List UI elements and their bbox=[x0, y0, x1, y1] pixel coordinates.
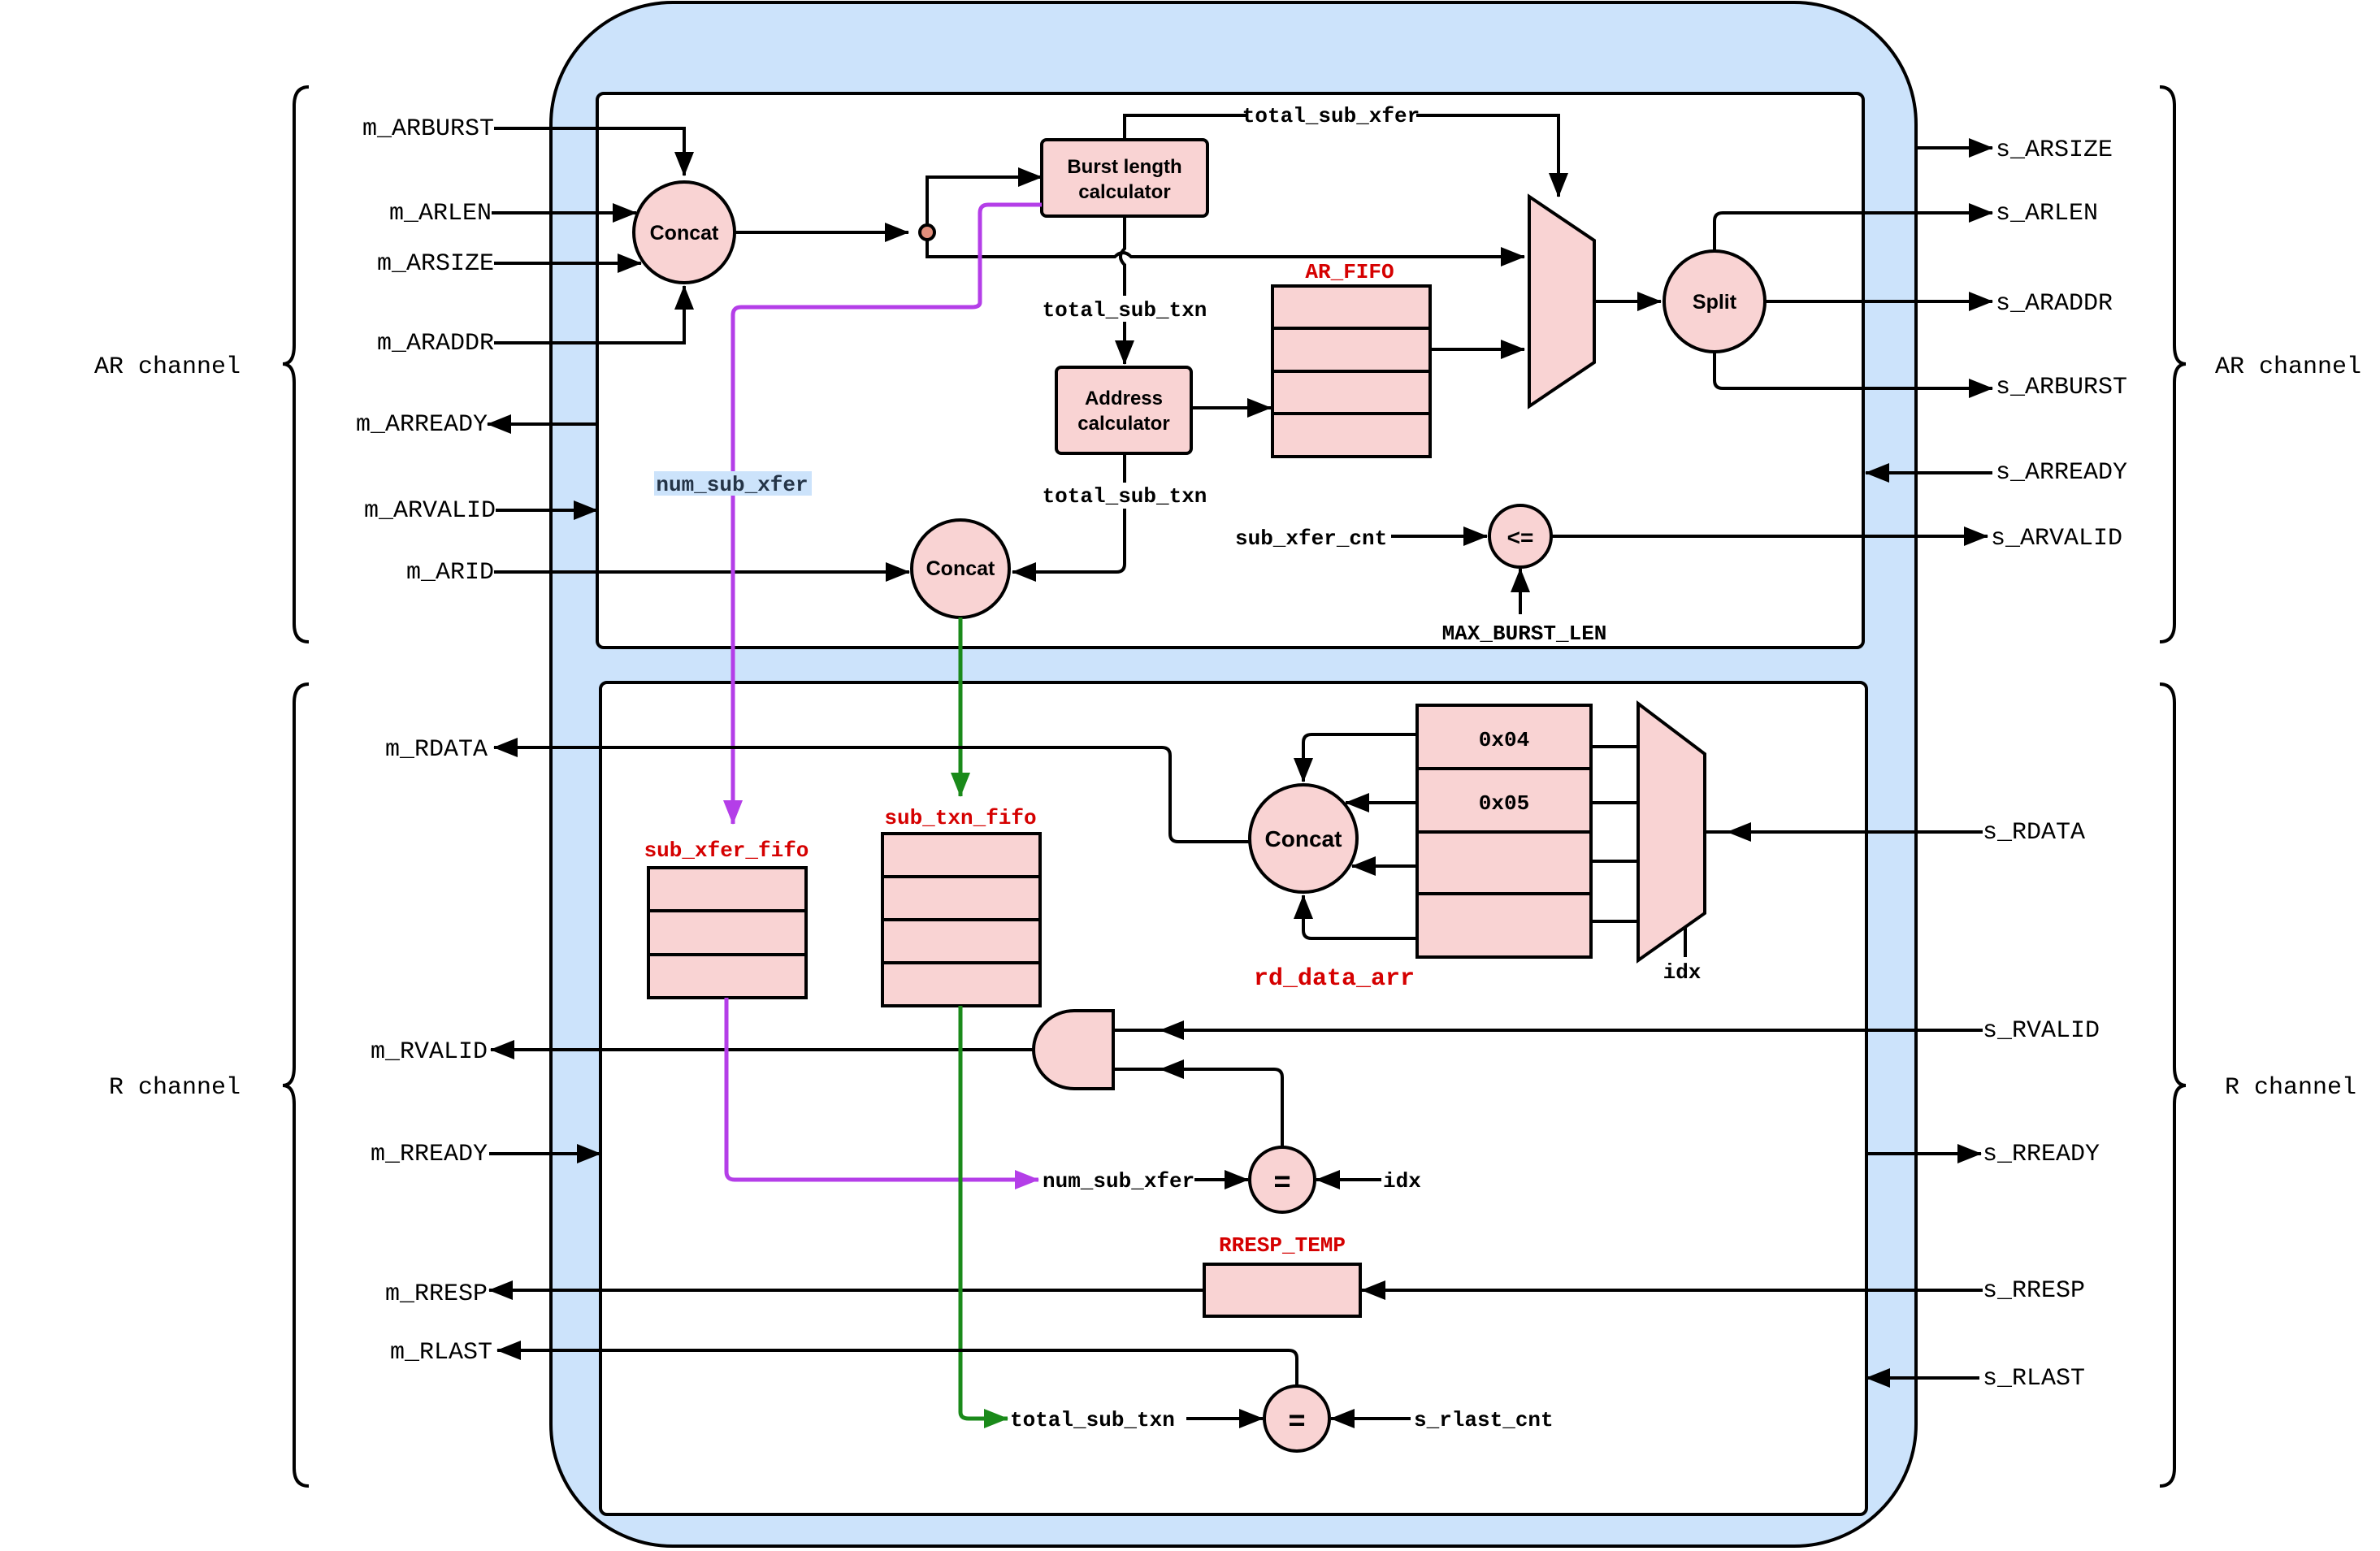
ar-right-brace bbox=[2159, 85, 2187, 643]
addr-calc-line1: Address bbox=[1085, 388, 1163, 409]
wire-s-arlen bbox=[1713, 203, 1993, 251]
eq-comparator-1 bbox=[1248, 1146, 1316, 1214]
ar-left-brace bbox=[282, 85, 310, 643]
s-rvalid-label: s_RVALID bbox=[1983, 1017, 2100, 1045]
eq-label-1: = bbox=[1273, 1164, 1290, 1198]
ar-mux bbox=[1528, 193, 1596, 409]
total-sub-txn-label-1: total_sub_txn bbox=[1043, 298, 1207, 323]
eq-label-2: = bbox=[1288, 1403, 1305, 1436]
s-rresp-label: s_RRESP bbox=[1983, 1277, 2085, 1305]
le-label: <= bbox=[1507, 525, 1534, 550]
m-rresp-label: m_RRESP bbox=[385, 1280, 488, 1308]
m-arid-label: m_ARID bbox=[406, 559, 494, 587]
m-araddr-label: m_ARADDR bbox=[377, 330, 494, 357]
concat-3-label: Concat bbox=[1265, 826, 1342, 851]
wire-arr-row0 bbox=[1294, 733, 1417, 782]
r-channel-right-label: R channel bbox=[2225, 1074, 2356, 1102]
m-arready-label: m_ARREADY bbox=[356, 411, 488, 439]
num-sub-xfer-label-1: num_sub_xfer bbox=[656, 473, 808, 497]
sub-txn-fifo bbox=[881, 832, 1042, 1007]
total-sub-txn-1-bg bbox=[1038, 296, 1211, 322]
num-sub-xfer-1-bg bbox=[654, 471, 812, 496]
wire-burst-to-addr bbox=[1115, 216, 1134, 365]
burst-length-calculator bbox=[1040, 138, 1209, 218]
wire-m-arburst bbox=[494, 127, 694, 176]
max-burst-len-label: MAX_BURST_LEN bbox=[1442, 622, 1607, 646]
ar-fifo-label: AR_FIFO bbox=[1305, 260, 1394, 284]
wire-m-rlast bbox=[496, 1341, 1298, 1386]
s-rlast-label: s_RLAST bbox=[1983, 1365, 2085, 1393]
num-sub-xfer-label-2: num_sub_xfer bbox=[1043, 1169, 1194, 1194]
total-sub-txn-label-3: total_sub_txn bbox=[1010, 1408, 1175, 1432]
rd-data-arr-label: rd_data_arr bbox=[1254, 965, 1415, 993]
idx-label-1: idx bbox=[1663, 960, 1702, 985]
m-rlast-label: m_RLAST bbox=[390, 1339, 492, 1367]
rresp-temp-register bbox=[1203, 1263, 1362, 1318]
wire-eq1-to-and bbox=[1160, 1059, 1284, 1147]
s-rlast-cnt-label: s_rlast_cnt bbox=[1414, 1408, 1554, 1432]
ar-fifo bbox=[1271, 284, 1432, 458]
wire-m-rdata bbox=[493, 738, 1250, 843]
m-rready-label: m_RREADY bbox=[371, 1141, 488, 1168]
address-calculator bbox=[1055, 366, 1193, 455]
wire-sub-xfer-fifo-purple bbox=[724, 998, 1039, 1189]
s-rdata-label: s_RDATA bbox=[1983, 819, 2085, 847]
s-arvalid-label: s_ARVALID bbox=[1991, 525, 2122, 552]
total-sub-xfer-bg bbox=[1246, 104, 1416, 127]
rd-cell-1: 0x05 bbox=[1479, 791, 1529, 816]
wire-junction-to-burst bbox=[926, 167, 1043, 225]
s-rready-label: s_RREADY bbox=[1983, 1141, 2100, 1168]
wire-m-araddr bbox=[494, 285, 694, 344]
total-sub-txn-2-bg bbox=[1038, 483, 1211, 509]
r-right-brace bbox=[2159, 682, 2187, 1488]
m-arlen-label: m_ARLEN bbox=[389, 200, 492, 227]
wire-sub-txn-fifo-green bbox=[958, 1006, 1008, 1428]
m-rdata-label: m_RDATA bbox=[385, 736, 488, 764]
addr-calc-line2: calculator bbox=[1077, 413, 1169, 435]
split-label: Split bbox=[1693, 291, 1737, 314]
ar-channel-right-label: AR channel bbox=[2215, 353, 2361, 381]
s-araddr-label: s_ARADDR bbox=[1996, 290, 2113, 318]
r-left-brace bbox=[282, 682, 310, 1488]
ar-channel-left-label: AR channel bbox=[94, 353, 241, 381]
sub-xfer-fifo bbox=[647, 866, 808, 999]
m-arsize-label: m_ARSIZE bbox=[377, 250, 494, 278]
burst-calc-line2: calculator bbox=[1078, 181, 1170, 203]
rresp-temp-label: RRESP_TEMP bbox=[1219, 1233, 1346, 1258]
r-demux bbox=[1637, 700, 1706, 964]
sub-txn-fifo-label: sub_txn_fifo bbox=[884, 806, 1036, 830]
wire-num-sub-xfer-purple bbox=[723, 202, 1042, 825]
m-arvalid-label: m_ARVALID bbox=[364, 497, 496, 525]
idx-label-2: idx bbox=[1383, 1169, 1421, 1194]
r-channel-left-label: R channel bbox=[109, 1074, 241, 1102]
total-sub-xfer-label: total_sub_xfer bbox=[1242, 104, 1420, 128]
s-arburst-label: s_ARBURST bbox=[1996, 374, 2127, 401]
s-arsize-label: s_ARSIZE bbox=[1996, 136, 2113, 164]
rd-cell-0: 0x04 bbox=[1479, 728, 1529, 752]
rd-data-arr bbox=[1415, 704, 1593, 959]
concat-1-label: Concat bbox=[650, 222, 719, 245]
sub-xfer-cnt-label: sub_xfer_cnt bbox=[1235, 526, 1387, 551]
concat-2-label: Concat bbox=[926, 557, 995, 580]
wire-arr-row3 bbox=[1294, 895, 1417, 940]
total-sub-txn-label-2: total_sub_txn bbox=[1043, 484, 1207, 509]
ar-channel-panel bbox=[596, 92, 1865, 649]
concat-3 bbox=[1248, 783, 1359, 894]
burst-calc-line1: Burst length bbox=[1067, 156, 1181, 178]
s-arlen-label: s_ARLEN bbox=[1996, 200, 2098, 227]
s-arready-label: s_ARREADY bbox=[1996, 459, 2127, 487]
wire-addr-to-concat2 bbox=[1012, 453, 1126, 582]
and-gate bbox=[1032, 1009, 1115, 1090]
wire-s-arburst bbox=[1713, 352, 1993, 398]
junction-dot bbox=[918, 223, 936, 241]
m-rvalid-label: m_RVALID bbox=[371, 1038, 488, 1066]
m-arburst-label: m_ARBURST bbox=[362, 115, 494, 143]
sub-xfer-fifo-label: sub_xfer_fifo bbox=[644, 838, 809, 863]
